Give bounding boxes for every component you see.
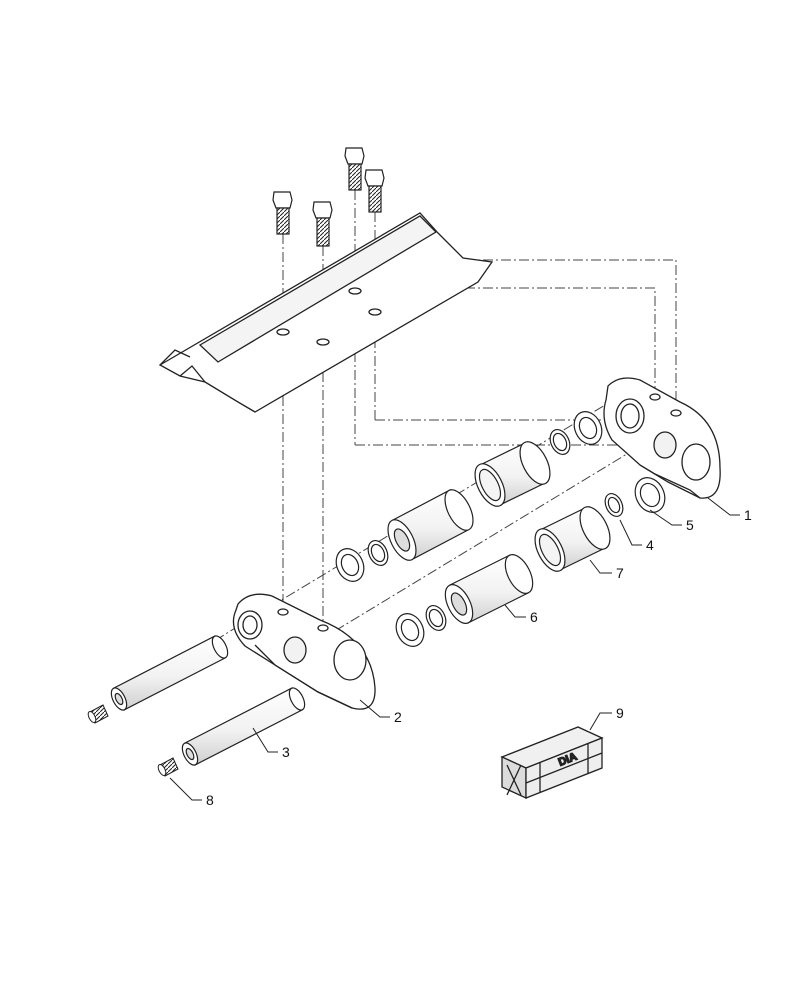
track-link-right (603, 377, 721, 499)
plug-8 (157, 757, 179, 777)
sleeve-7 (534, 506, 611, 572)
callout-1: 1 (744, 507, 752, 523)
shoe-bolt (344, 147, 365, 191)
leader-lines (169, 497, 740, 801)
callout-6: 6 (530, 609, 538, 625)
track-pin-3 (181, 687, 306, 766)
track-pin-upper (110, 635, 229, 711)
kit-box: DIA (500, 726, 604, 800)
track-link-left (232, 593, 376, 710)
callout-4: 4 (646, 537, 654, 553)
callout-5: 5 (686, 517, 694, 533)
callouts: 1 2 3 4 5 6 7 8 9 (206, 507, 752, 808)
callout-2: 2 (394, 709, 402, 725)
bushing-6 (444, 554, 534, 624)
callout-7: 7 (616, 565, 624, 581)
seal-rings (335, 411, 666, 647)
callout-8: 8 (206, 792, 214, 808)
shoe-bolt (312, 201, 333, 247)
shoe-bolts (272, 147, 385, 247)
shoe-bolt (364, 169, 385, 213)
sleeve-upper (474, 441, 551, 507)
callout-3: 3 (282, 744, 290, 760)
callout-9: 9 (616, 705, 624, 721)
bushing-upper (387, 489, 474, 561)
shoe-bolt (272, 191, 293, 235)
track-shoe (158, 212, 494, 413)
plug-upper (87, 704, 109, 724)
